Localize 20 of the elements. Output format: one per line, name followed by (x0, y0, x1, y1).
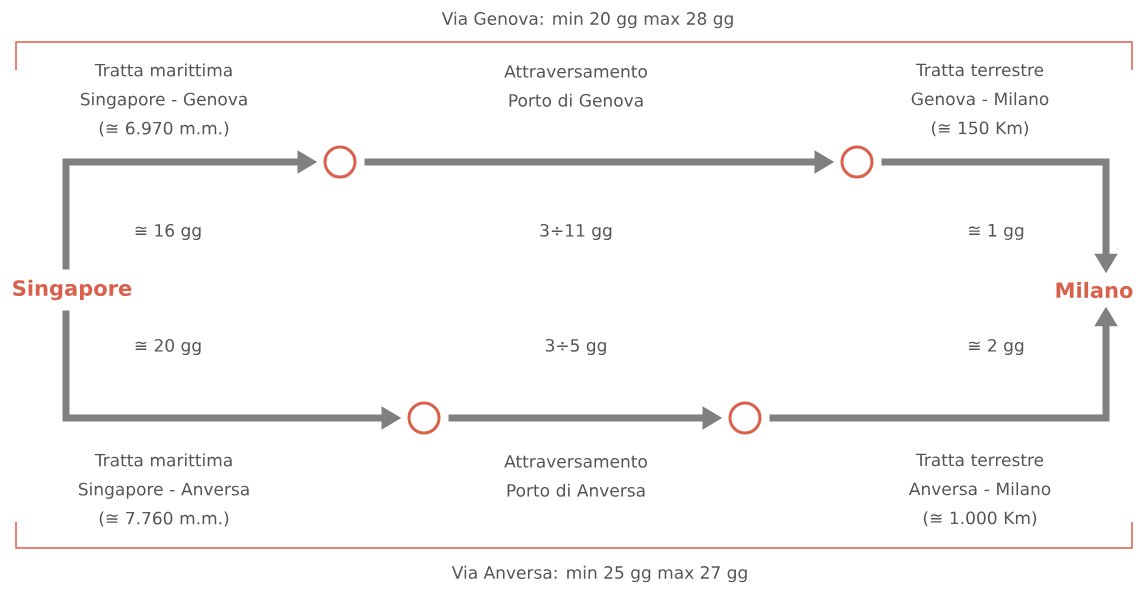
route-label: Via Genova: min 20 gg max 28 gg (441, 11, 733, 29)
route-label: Via Anversa: min 25 gg max 27 gg (451, 565, 747, 583)
route-label: ≅ 20 gg (135, 338, 201, 356)
stop-circle (840, 145, 874, 179)
route-label: Tratta marittima Singapore - Anversa (≅ 7.760 m.m.) (78, 453, 249, 527)
route-label: Tratta marittima Singapore - Genova (≅ 6.970 m.m.) (80, 63, 247, 137)
stop-circle (407, 401, 441, 435)
route-label: Tratta terrestre Anversa - Milano (≅ 1.000 Km) (908, 453, 1051, 527)
stop-circle (728, 401, 762, 435)
city-label: Milano (1056, 281, 1133, 299)
route-label: Attraversamento Porto di Genova (504, 65, 647, 107)
route-label: ≅ 2 gg (969, 338, 1024, 356)
stop-circle (323, 145, 357, 179)
route-label: Tratta terrestre Genova - Milano (≅ 150 Km) (911, 63, 1049, 137)
route-label: ≅ 16 gg (135, 223, 201, 241)
route-label: 3÷11 gg (540, 223, 612, 241)
city-label: Singapore (13, 279, 132, 301)
route-label: ≅ 1 gg (969, 224, 1024, 240)
route-label: 3÷5 gg (545, 338, 606, 356)
route-label: Attraversamento Porto di Anversa (504, 455, 647, 497)
